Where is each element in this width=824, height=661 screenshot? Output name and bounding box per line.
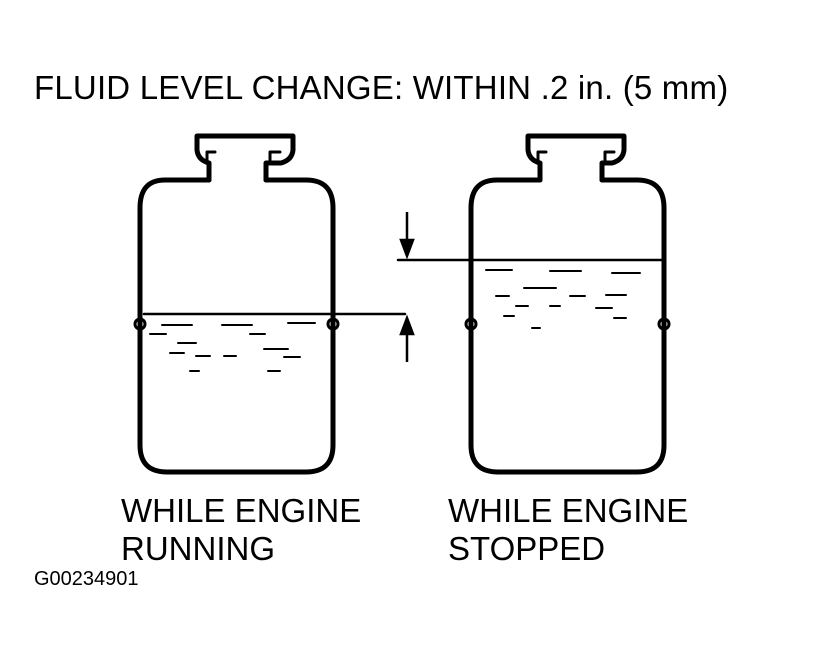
caption-engine-running: WHILE ENGINE RUNNING [121,492,361,568]
reservoir-stopped-cap [525,133,627,183]
caption-running-line2: RUNNING [121,530,275,567]
reservoir-stopped [396,133,671,475]
arrow-up-icon [399,314,415,336]
reservoir-running-cap [194,133,296,183]
reservoir-running-body [137,177,336,475]
caption-engine-stopped: WHILE ENGINE STOPPED [448,492,688,568]
level-change-arrows [399,212,415,362]
caption-running-line1: WHILE ENGINE [121,492,362,529]
reservoir-running [133,133,407,475]
fluid-ripples-stopped [485,269,641,329]
reservoir-stopped-body [468,177,667,475]
figure-code: G00234901 [34,568,139,590]
diagram-title: FLUID LEVEL CHANGE: WITHIN .2 in. (5 mm) [34,69,729,106]
fluid-ripples-running [149,322,316,372]
caption-stopped-line1: WHILE ENGINE [448,492,689,529]
arrow-down-icon [399,238,415,260]
caption-stopped-line2: STOPPED [448,530,606,567]
